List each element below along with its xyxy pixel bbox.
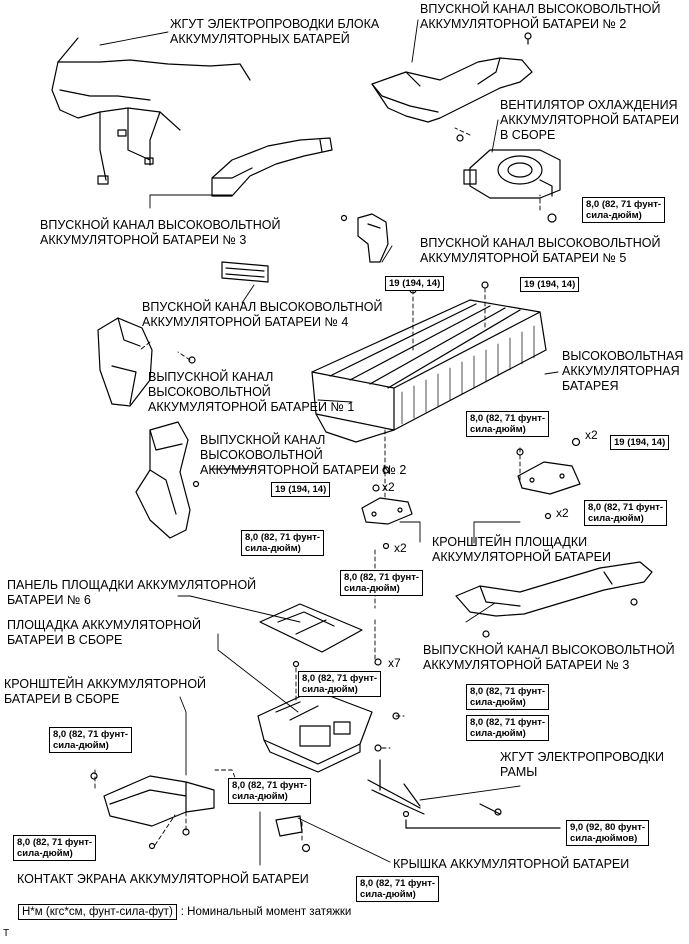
tray-panel-6-drawing — [259, 603, 382, 668]
torque-box-8-bottom-left: 8,0 (82, 71 фунт-сила-дюйм) — [13, 835, 97, 861]
intake-duct-5-drawing — [340, 213, 389, 263]
label-frame-harness: ЖГУТ ЭЛЕКТРОПРОВОДКИ РАМЫ — [500, 750, 665, 779]
multiplier-x2-c: x2 — [556, 506, 569, 520]
battery-cover-drawing — [275, 815, 311, 853]
intake-duct-4-drawing — [221, 261, 269, 283]
legend-text: : Номинальный момент затяжки — [180, 906, 352, 918]
torque-box-19-c: 19 (194, 14) — [610, 435, 670, 450]
tray-assy-drawing — [257, 689, 400, 773]
torque-box-8-tray-r1: 8,0 (82, 71 фунт-сила-дюйм) — [466, 684, 550, 710]
label-exhaust-duct-3: ВЫПУСКНОЙ КАНАЛ ВЫСОКОВОЛЬТНОЙ АККУМУЛЯТ… — [423, 643, 675, 672]
legend-key: Н*м (кгс*см, фунт-сила-фут) — [18, 904, 177, 920]
exhaust-duct-1-drawing — [97, 317, 196, 407]
harness-drawing — [51, 37, 251, 185]
torque-box-8-fan: 8,0 (82, 71 фунт-сила-дюйм) — [582, 197, 666, 223]
label-tray-panel-6: ПАНЕЛЬ ПЛОЩАДКИ АККУМУЛЯТОРНОЙ БАТАРЕИ №… — [7, 578, 257, 607]
torque-box-8-battery: 8,0 (82, 71 фунт-сила-дюйм) — [466, 411, 550, 437]
multiplier-x2-d: x2 — [394, 541, 407, 555]
legend: Н*м (кгс*см, фунт-сила-фут): Номинальный… — [18, 904, 352, 920]
torque-box-8-tray: 8,0 (82, 71 фунт-сила-дюйм) — [298, 671, 382, 697]
exhaust-duct-2-drawing — [135, 421, 200, 539]
frame-harness-drawing — [367, 759, 561, 829]
intake-duct-3-drawing — [211, 137, 333, 197]
label-tray-assy: ПЛОЩАДКА АККУМУЛЯТОРНОЙ БАТАРЕИ В СБОРЕ — [7, 618, 201, 647]
label-intake-duct-2: ВПУСКНОЙ КАНАЛ ВЫСОКОВОЛЬТНОЙ АККУМУЛЯТО… — [420, 2, 661, 31]
torque-box-8-bracket-assy: 8,0 (82, 71 фунт-сила-дюйм) — [49, 727, 133, 753]
label-exhaust-duct-2: ВЫПУСКНОЙ КАНАЛ ВЫСОКОВОЛЬТНОЙ АККУМУЛЯТ… — [200, 433, 407, 477]
intake-duct-2-drawing — [371, 32, 533, 142]
multiplier-x7: x7 — [388, 656, 401, 670]
torque-box-19-a: 19 (194, 14) — [385, 276, 445, 291]
label-harness-block: ЖГУТ ЭЛЕКТРОПРОВОДКИ БЛОКА АККУМУЛЯТОРНЫ… — [170, 17, 380, 46]
torque-box-8-center: 8,0 (82, 71 фунт-сила-дюйм) — [228, 778, 312, 804]
torque-box-9-frame: 9,0 (92, 80 фунт-сила-дюймов) — [566, 820, 650, 846]
cooling-fan-drawing — [463, 149, 561, 223]
torque-box-8-tray-r2: 8,0 (82, 71 фунт-сила-дюйм) — [466, 715, 550, 741]
corner-mark: T — [3, 928, 10, 939]
multiplier-x2-a: x2 — [585, 428, 598, 442]
label-bracket-assy: КРОНШТЕЙН АККУМУЛЯТОРНОЙ БАТАРЕИ В СБОРЕ — [4, 677, 207, 706]
torque-box-19-b: 19 (194, 14) — [520, 277, 580, 292]
torque-box-8-bracket-l: 8,0 (82, 71 фунт-сила-дюйм) — [241, 530, 325, 556]
label-battery-cover: КРЫШКА АККУМУЛЯТОРНОЙ БАТАРЕИ — [393, 857, 630, 871]
label-hv-battery: ВЫСОКОВОЛЬТНАЯ АККУМУЛЯТОРНАЯ БАТАРЕЯ — [562, 349, 684, 393]
bracket-assy-drawing — [90, 772, 215, 850]
hv-battery-drawing — [311, 281, 547, 443]
label-tray-bracket: КРОНШТЕЙН ПЛОЩАДКИ АККУМУЛЯТОРНОЙ БАТАРЕ… — [432, 535, 611, 564]
label-cooling-fan: ВЕНТИЛЯТОР ОХЛАЖДЕНИЯ АККУМУЛЯТОРНОЙ БАТ… — [500, 98, 679, 142]
torque-box-8-bracket-r: 8,0 (82, 71 фунт-сила-дюйм) — [584, 500, 668, 526]
label-intake-duct-4: ВПУСКНОЙ КАНАЛ ВЫСОКОВОЛЬТНОЙ АККУМУЛЯТО… — [142, 300, 383, 329]
label-intake-duct-3: ВПУСКНОЙ КАНАЛ ВЫСОКОВОЛЬТНОЙ АККУМУЛЯТО… — [40, 218, 281, 247]
multiplier-x2-b: x2 — [382, 480, 395, 494]
leader-lines — [99, 19, 559, 866]
exhaust-duct-3-drawing — [455, 561, 653, 638]
torque-box-8-panel: 8,0 (82, 71 фунт-сила-дюйм) — [340, 570, 424, 596]
label-intake-duct-5: ВПУСКНОЙ КАНАЛ ВЫСОКОВОЛЬТНОЙ АККУМУЛЯТО… — [420, 236, 661, 265]
label-exhaust-duct-1: ВЫПУСКНОЙ КАНАЛ ВЫСОКОВОЛЬТНОЙ АККУМУЛЯТ… — [148, 370, 355, 414]
tray-bracket-drawing — [361, 437, 581, 550]
label-screen-contact: КОНТАКТ ЭКРАНА АККУМУЛЯТОРНОЙ БАТАРЕИ — [17, 872, 309, 886]
torque-box-19-d: 19 (194, 14) — [271, 482, 331, 497]
torque-box-8-bottom: 8,0 (82, 71 фунт-сила-дюйм) — [356, 876, 440, 902]
